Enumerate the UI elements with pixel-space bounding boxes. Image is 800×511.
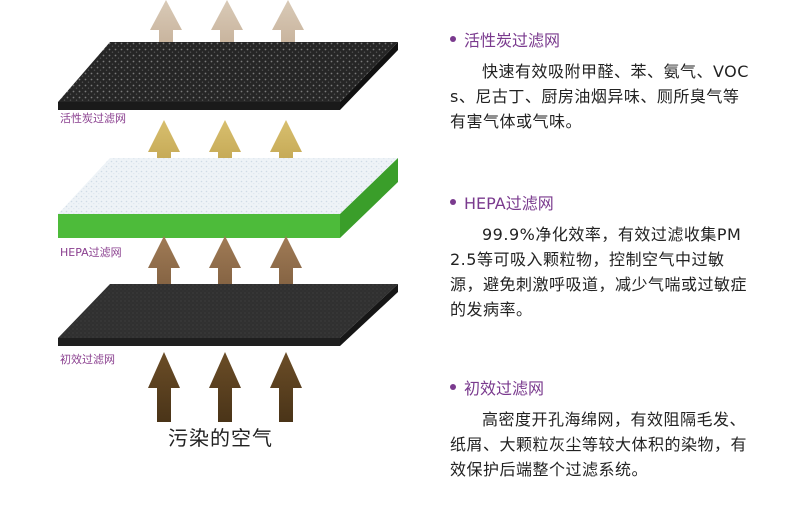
up-arrow-icon xyxy=(148,236,180,306)
up-arrow-icon xyxy=(270,352,302,422)
up-arrow-icon xyxy=(209,120,241,188)
bullet-icon xyxy=(450,384,456,390)
primary-description-text: 高密度开孔海绵网，有效阻隔毛发、纸屑、大颗粒灰尘等较大体积的染物，有效保护后端整… xyxy=(450,410,748,479)
hepa-filter-panel xyxy=(58,158,398,238)
bullet-icon xyxy=(450,36,456,42)
primary-filter-panel xyxy=(58,284,398,346)
hepa-description-text: 99.9%净化效率，有效过滤收集PM2.5等可吸入颗粒物，控制空气中过敏源，避免… xyxy=(450,225,748,319)
up-arrow-icon xyxy=(272,0,304,73)
up-arrow-icon xyxy=(148,120,180,188)
up-arrow-icon xyxy=(211,0,243,73)
lower-arrow-group xyxy=(148,236,302,306)
up-arrow-icon xyxy=(270,236,302,306)
hepa-layer-label: HEPA过滤网 xyxy=(60,246,122,259)
primary-description-block: 初效过滤网 高密度开孔海绵网，有效阻隔毛发、纸屑、大颗粒灰尘等较大体积的染物，有… xyxy=(450,375,750,482)
carbon-filter-panel xyxy=(58,42,398,110)
up-arrow-icon xyxy=(270,120,302,188)
primary-layer-label: 初效过滤网 xyxy=(60,353,115,366)
top-arrow-group xyxy=(150,0,304,73)
carbon-description-title: 活性炭过滤网 xyxy=(450,27,750,51)
polluted-air-caption: 污染的空气 xyxy=(168,426,273,450)
up-arrow-icon xyxy=(150,0,182,73)
bullet-icon xyxy=(450,199,456,205)
up-arrow-icon xyxy=(209,236,241,306)
primary-title-text: 初效过滤网 xyxy=(464,379,545,398)
up-arrow-icon xyxy=(148,352,180,422)
primary-description-title: 初效过滤网 xyxy=(450,375,750,399)
hepa-description-title: HEPA过滤网 xyxy=(450,190,750,214)
carbon-description-block: 活性炭过滤网 快速有效吸附甲醛、苯、氨气、VOCs、尼古丁、厨房油烟异味、厕所臭… xyxy=(450,27,750,134)
middle-arrow-group xyxy=(148,120,302,188)
hepa-title-text: HEPA过滤网 xyxy=(464,194,554,213)
carbon-layer-label: 活性炭过滤网 xyxy=(60,112,126,125)
bottom-arrow-group xyxy=(148,352,302,422)
hepa-description-block: HEPA过滤网 99.9%净化效率，有效过滤收集PM2.5等可吸入颗粒物，控制空… xyxy=(450,190,750,322)
carbon-description-text: 快速有效吸附甲醛、苯、氨气、VOCs、尼古丁、厨房油烟异味、厕所臭气等有害气体或… xyxy=(450,62,749,131)
up-arrow-icon xyxy=(209,352,241,422)
carbon-title-text: 活性炭过滤网 xyxy=(464,31,561,50)
